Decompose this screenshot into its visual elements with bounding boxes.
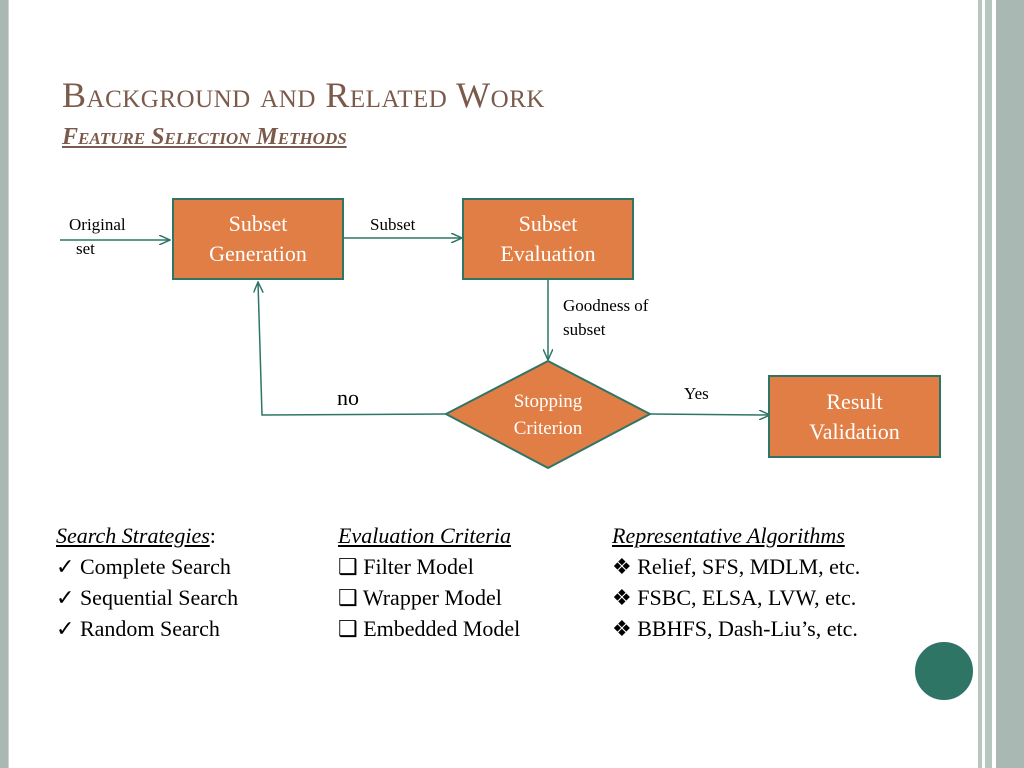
label-yes: Yes	[684, 384, 709, 403]
evaluation-criteria-column: Evaluation Criteria ❑ Filter Model ❑ Wra…	[338, 520, 520, 644]
left-frame-bar	[0, 0, 8, 768]
algorithm-item: FSBC, ELSA, LVW, etc.	[637, 585, 857, 610]
label-original-line2: set	[76, 239, 95, 258]
search-strategies-title: Search Strategies	[56, 523, 210, 548]
search-strategies-column: Search Strategies: ✓ Complete Search ✓ S…	[56, 520, 238, 644]
checkbox-icon: ❑	[338, 554, 358, 579]
diamond-bullet-icon: ❖	[612, 554, 632, 579]
list-item: ❑ Embedded Model	[338, 613, 520, 644]
stopping-criterion-label: Stopping Criterion	[478, 388, 618, 442]
algorithm-item: BBHFS, Dash-Liu’s, etc.	[637, 616, 858, 641]
list-item: ✓ Sequential Search	[56, 582, 238, 613]
diamond-bullet-icon: ❖	[612, 585, 632, 610]
search-strategy-item: Sequential Search	[79, 585, 239, 610]
evaluation-criteria-item: Filter Model	[363, 554, 474, 579]
slide-title: Background and Related Work	[62, 75, 545, 115]
search-strategy-item: Random Search	[79, 616, 220, 641]
list-item: ❖ FSBC, ELSA, LVW, etc.	[612, 582, 860, 613]
left-frame-line	[8, 0, 9, 768]
diamond-bullet-icon: ❖	[612, 616, 632, 641]
result-validation-box: Result Validation	[768, 375, 941, 458]
list-item: ✓ Random Search	[56, 613, 238, 644]
subset-generation-line2: Generation	[209, 241, 307, 266]
label-goodness-line1: Goodness of	[563, 296, 649, 315]
check-icon: ✓	[56, 616, 75, 641]
decorative-circle	[913, 640, 975, 702]
representative-algorithms-title: Representative Algorithms	[612, 523, 845, 548]
label-original-set: Original set	[69, 213, 126, 261]
subset-generation-box: Subset Generation	[172, 198, 344, 280]
list-item: ❖ Relief, SFS, MDLM, etc.	[612, 551, 860, 582]
list-item: ❑ Filter Model	[338, 551, 520, 582]
check-icon: ✓	[56, 554, 75, 579]
representative-algorithms-column: Representative Algorithms ❖ Relief, SFS,…	[612, 520, 860, 644]
arrow-yes-to-validation	[649, 414, 770, 415]
subset-generation-line1: Subset	[228, 211, 288, 236]
list-item: ✓ Complete Search	[56, 551, 238, 582]
right-frame-bar	[996, 0, 1024, 768]
evaluation-criteria-header: Evaluation Criteria	[338, 520, 520, 551]
result-validation-line2: Validation	[809, 418, 900, 444]
subset-evaluation-line2: Evaluation	[500, 241, 596, 266]
label-goodness: Goodness of subset	[563, 294, 648, 342]
label-original-line1: Original	[69, 215, 126, 234]
search-strategies-colon: :	[209, 523, 216, 548]
result-validation-line1: Result	[826, 388, 883, 414]
stopping-criterion-line2: Criterion	[513, 418, 583, 439]
list-item: ❖ BBHFS, Dash-Liu’s, etc.	[612, 613, 860, 644]
representative-algorithms-header: Representative Algorithms	[612, 520, 860, 551]
label-goodness-line2: subset	[563, 320, 606, 339]
evaluation-criteria-item: Wrapper Model	[362, 585, 502, 610]
checkbox-icon: ❑	[338, 585, 358, 610]
check-icon: ✓	[56, 585, 75, 610]
subset-evaluation-box: Subset Evaluation	[462, 198, 634, 280]
evaluation-criteria-title: Evaluation Criteria	[338, 523, 511, 548]
right-frame-stripe	[985, 0, 992, 768]
label-no: no	[337, 385, 359, 410]
search-strategies-header: Search Strategies:	[56, 520, 238, 551]
algorithm-item: Relief, SFS, MDLM, etc.	[637, 554, 861, 579]
list-item: ❑ Wrapper Model	[338, 582, 520, 613]
evaluation-criteria-item: Embedded Model	[363, 616, 521, 641]
checkbox-icon: ❑	[338, 616, 358, 641]
label-subset: Subset	[370, 215, 416, 234]
right-frame-stripe	[978, 0, 982, 768]
subset-evaluation-line1: Subset	[518, 211, 578, 236]
search-strategy-item: Complete Search	[79, 554, 231, 579]
stopping-criterion-line1: Stopping	[513, 391, 583, 412]
stopping-criterion-diamond	[443, 359, 653, 470]
slide-subtitle: Feature Selection Methods	[62, 124, 347, 150]
arrow-no-loop	[258, 282, 449, 416]
